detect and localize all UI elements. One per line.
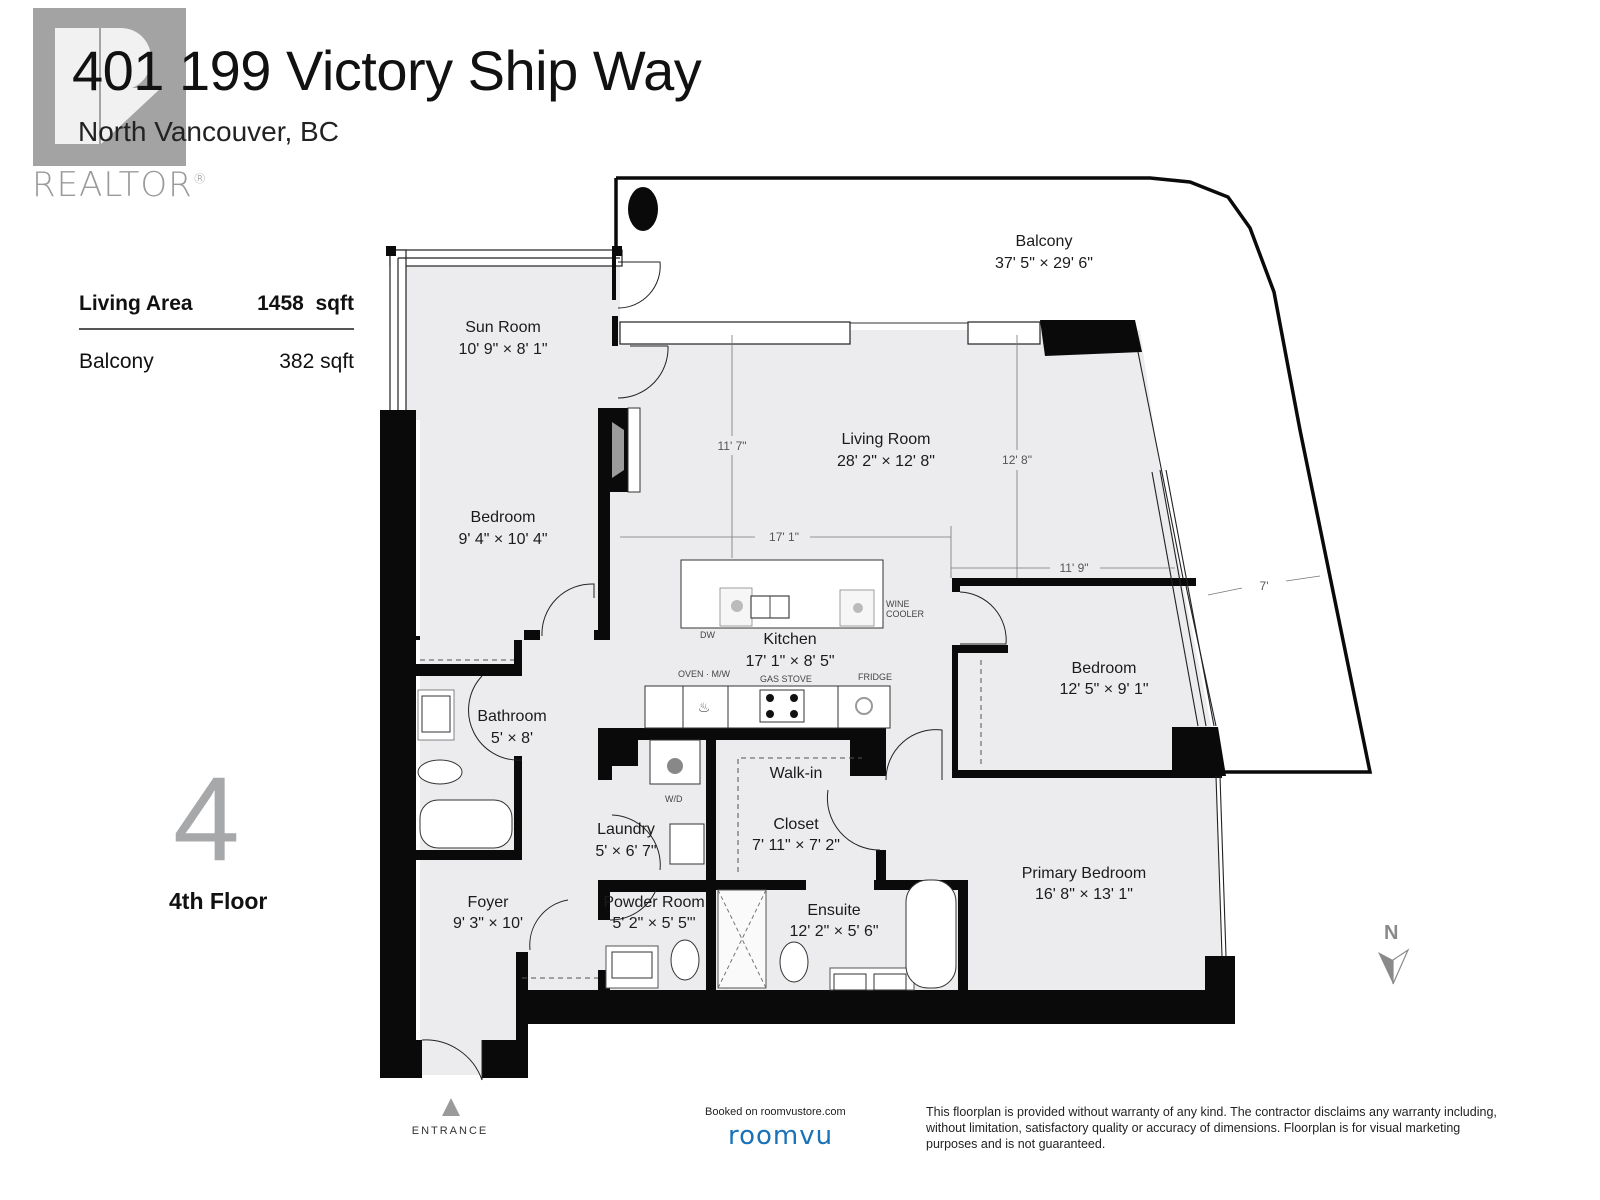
wine-cooler-icon [853,603,863,613]
svg-text:Kitchen: Kitchen [763,631,816,648]
oven-icon: ♨ [698,699,711,715]
svg-text:Closet: Closet [773,816,819,833]
entrance-label: ENTRANCE [411,1125,489,1137]
compass-north-label: N [1384,922,1399,944]
ensuite-toilet-icon [779,941,809,983]
svg-text:OVEN · M/W: OVEN · M/W [678,669,731,679]
powder-toilet-icon [670,939,700,981]
svg-text:7': 7' [1260,579,1269,593]
svg-text:5' × 8': 5' × 8' [491,730,533,747]
area-label: Living Area [79,292,193,315]
ensuite-sink-icon [833,973,867,991]
svg-text:12' 2" × 5' 6": 12' 2" × 5' 6" [789,923,878,940]
area-row-living: Living Area 1458 sqft [79,288,354,330]
bathtub-icon [419,799,513,849]
svg-text:Sun Room: Sun Room [465,319,541,336]
svg-text:Walk-in: Walk-in [770,765,823,782]
svg-text:DW: DW [700,630,715,640]
area-row-balcony: Balcony 382 sqft [79,346,354,386]
powder-sink-icon [611,951,653,979]
page-subtitle: North Vancouver, BC [78,116,339,147]
svg-text:Living Room: Living Room [842,431,931,448]
booked-on-text: Booked on roomvustore.com [705,1106,846,1118]
svg-text:7' 11" × 7' 2": 7' 11" × 7' 2" [752,837,840,854]
disclaimer-text: This floorplan is provided without warra… [926,1105,1497,1151]
walls [380,248,1235,1078]
realtor-logo-mark [33,8,186,166]
sunroom-windows [389,249,623,416]
svg-text:12' 5" × 9' 1": 12' 5" × 9' 1" [1059,681,1148,698]
dimension-labels: 11' 7" 12' 8" 17' 1" 11' 9" 7' [717,439,1268,593]
area-label: Balcony [79,350,154,373]
svg-text:COOLER: COOLER [886,609,925,619]
dishwasher-icon [731,600,743,612]
page-title: 401 199 Victory Ship Way [72,39,702,102]
svg-text:5' × 6' 7": 5' × 6' 7" [595,843,656,860]
svg-text:W/D: W/D [665,794,683,804]
balcony-outline [616,176,1373,774]
area-summary-table: Living Area 1458 sqft Balcony 382 sqft [79,288,354,386]
north-compass-icon [1378,948,1410,985]
svg-text:Laundry: Laundry [597,821,655,838]
svg-text:9' 3" × 10': 9' 3" × 10' [453,915,523,932]
svg-text:Primary Bedroom: Primary Bedroom [1022,865,1146,882]
ensuite-bathtub-icon [905,879,957,989]
room-labels: Balcony 37' 5" × 29' 6" Sun Room 10' 9" … [453,233,1149,940]
svg-text:GAS STOVE: GAS STOVE [760,674,812,684]
svg-text:16' 8" × 13' 1": 16' 8" × 13' 1" [1035,886,1133,903]
door-swings [421,261,1007,1081]
fridge-icon [855,697,873,715]
svg-text:17' 1": 17' 1" [769,530,799,544]
svg-text:FRIDGE: FRIDGE [858,672,892,682]
svg-text:Foyer: Foyer [468,894,510,911]
appliance-labels: DW WINE COOLER OVEN · M/W GAS STOVE FRID… [665,599,925,804]
laundry-sink-icon [669,823,705,865]
bathroom-toilet-icon [417,759,463,785]
svg-text:9' 4" × 10' 4": 9' 4" × 10' 4" [458,531,547,548]
svg-text:Balcony: Balcony [1016,233,1073,250]
bathroom-sink-icon [421,695,451,733]
shower-icon [717,889,767,989]
svg-text:37' 5" × 29' 6": 37' 5" × 29' 6" [995,255,1093,272]
roomvu-logo: roomvu [728,1121,834,1151]
svg-text:12' 8": 12' 8" [1002,453,1032,467]
svg-text:10' 9" × 8' 1": 10' 9" × 8' 1" [458,341,547,358]
svg-text:5' 2" × 5' 5"': 5' 2" × 5' 5"' [612,915,695,932]
svg-text:Bedroom: Bedroom [1072,660,1137,677]
area-value: 382 sqft [279,350,354,373]
svg-text:Bedroom: Bedroom [471,509,536,526]
svg-text:11' 7": 11' 7" [717,439,746,453]
svg-text:WINE: WINE [886,599,910,609]
dimension-lines [620,335,1321,596]
svg-text:Ensuite: Ensuite [807,902,860,919]
svg-text:17' 1" × 8' 5": 17' 1" × 8' 5" [745,653,834,670]
svg-text:Powder Room: Powder Room [603,894,704,911]
column-icon [628,187,658,231]
floor-label: 4th Floor [169,888,268,914]
gas-stove-icon [759,689,805,723]
entrance-arrow-icon [442,1098,460,1116]
realtor-logo-text: REALTOR® [32,165,208,205]
floor-number: 4 [173,752,240,886]
svg-text:Bathroom: Bathroom [477,708,546,725]
svg-text:11' 9": 11' 9" [1059,561,1088,575]
glazing [1137,351,1227,957]
svg-text:28' 2" × 12' 8": 28' 2" × 12' 8" [837,453,935,470]
area-value: 1458 sqft [257,292,354,315]
